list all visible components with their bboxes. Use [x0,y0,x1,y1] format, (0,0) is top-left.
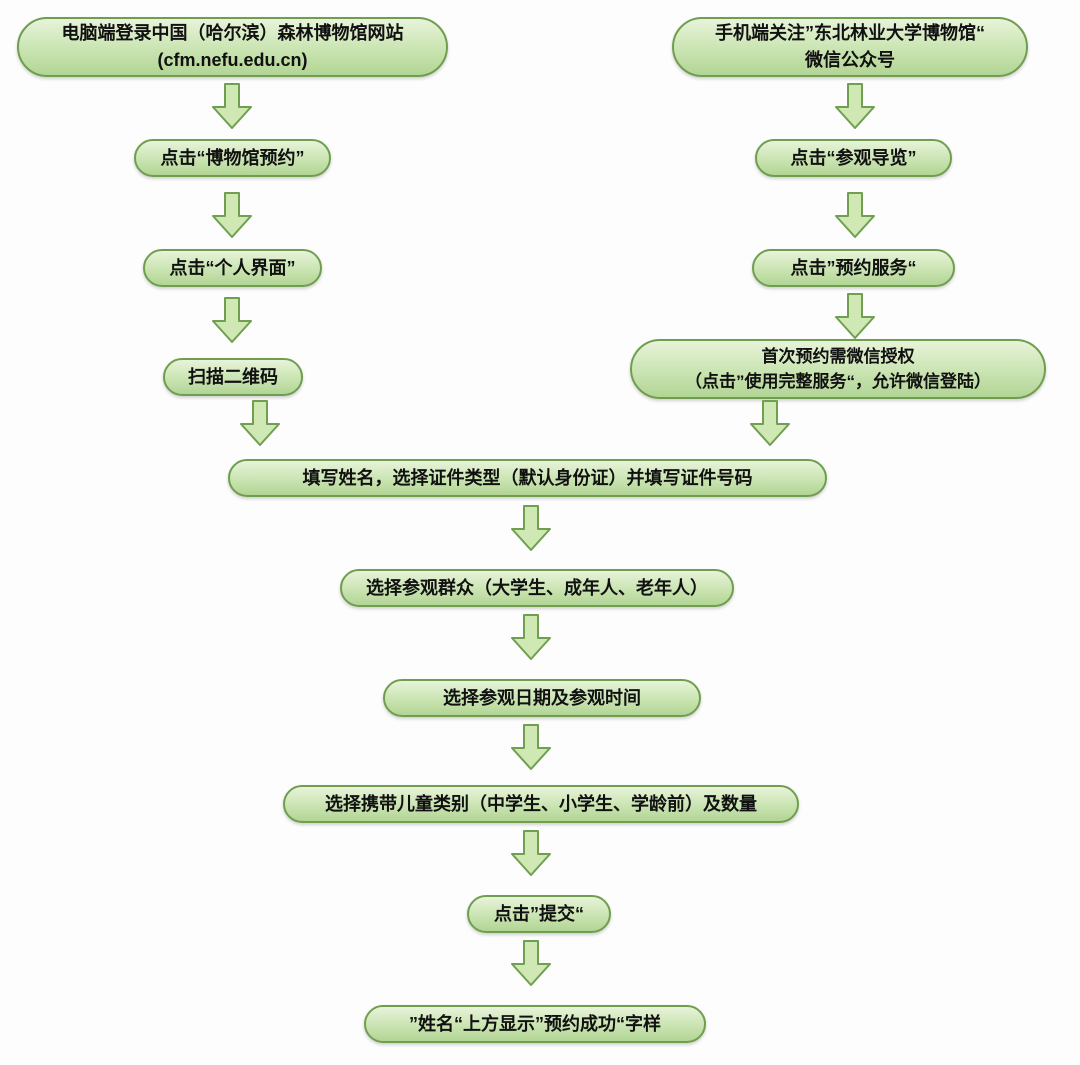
down-arrow-icon [212,83,252,129]
node-label: 点击”提交“ [494,903,584,924]
down-arrow-icon [511,830,551,876]
node-label: 填写姓名，选择证件类型（默认身份证）并填写证件号码 [302,467,753,488]
down-arrow-icon [750,400,790,446]
down-arrow-icon [511,940,551,986]
down-arrow-icon [212,192,252,238]
node-label: 电脑端登录中国（哈尔滨）森林博物馆网站 (cfm.nefu.edu.cn) [61,23,404,70]
down-arrow-icon [511,614,551,660]
node-label: 选择参观群众（大学生、成年人、老年人） [366,577,708,598]
node-label: 选择携带儿童类别（中学生、小学生、学龄前）及数量 [325,793,757,814]
node-select-children-category: 选择携带儿童类别（中学生、小学生、学龄前）及数量 [283,785,799,823]
node-label: 点击”预约服务“ [790,257,917,278]
node-label: 扫描二维码 [188,366,278,387]
node-label: 点击“博物馆预约” [160,147,305,168]
down-arrow-icon [212,297,252,343]
node-click-visit-guide: 点击“参观导览” [755,139,952,177]
down-arrow-icon [511,505,551,551]
node-select-date-time: 选择参观日期及参观时间 [383,679,701,717]
node-click-reservation-service: 点击”预约服务“ [752,249,955,287]
node-click-submit: 点击”提交“ [467,895,611,933]
down-arrow-icon [240,400,280,446]
node-scan-qr-code: 扫描二维码 [163,358,303,396]
node-label: 点击“参观导览” [790,147,917,168]
node-click-museum-reservation: 点击“博物馆预约” [134,139,331,177]
node-click-personal-page: 点击“个人界面” [143,249,322,287]
down-arrow-icon [835,293,875,339]
node-success-message: ”姓名“上方显示”预约成功“字样 [364,1005,706,1043]
node-label: ”姓名“上方显示”预约成功“字样 [409,1013,661,1034]
node-label: 手机端关注”东北林业大学博物馆“ 微信公众号 [715,23,985,70]
node-select-visitor-group: 选择参观群众（大学生、成年人、老年人） [340,569,734,607]
node-label: 首次预约需微信授权 （点击”使用完整服务“，允许微信登陆） [685,346,991,392]
node-pc-website-login: 电脑端登录中国（哈尔滨）森林博物馆网站 (cfm.nefu.edu.cn) [17,17,448,77]
down-arrow-icon [835,192,875,238]
node-label: 选择参观日期及参观时间 [443,687,641,708]
down-arrow-icon [835,83,875,129]
node-wechat-follow-account: 手机端关注”东北林业大学博物馆“ 微信公众号 [672,17,1028,77]
node-label: 点击“个人界面” [169,257,296,278]
node-wechat-authorization: 首次预约需微信授权 （点击”使用完整服务“，允许微信登陆） [630,339,1046,399]
node-fill-name-and-id: 填写姓名，选择证件类型（默认身份证）并填写证件号码 [228,459,827,497]
down-arrow-icon [511,724,551,770]
